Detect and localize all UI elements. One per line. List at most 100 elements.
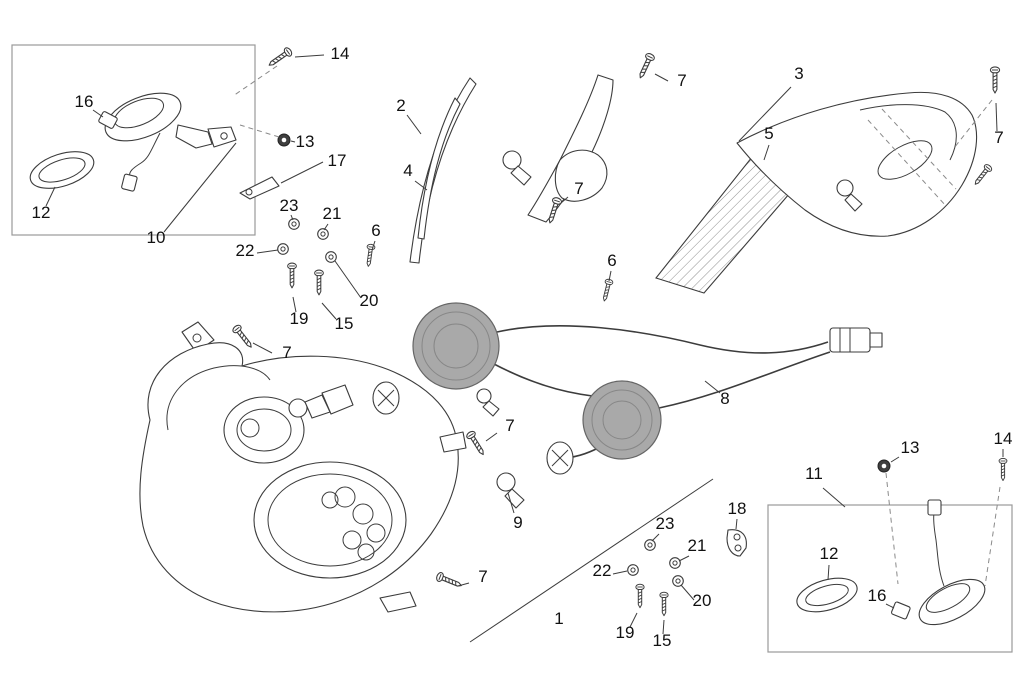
leader-line-11 [822, 487, 846, 508]
front-fairing-right [736, 91, 978, 237]
callout-7: 7 [282, 343, 291, 362]
washer-icon [627, 564, 639, 576]
bulb-holder-right [891, 601, 911, 620]
callout-6: 6 [371, 221, 380, 240]
screw-icon [230, 323, 256, 351]
indicator-lens-left [29, 151, 95, 189]
leader-line-15 [662, 619, 665, 635]
leader-line-2 [406, 114, 422, 135]
callout-9: 9 [513, 513, 522, 532]
construction-lines [232, 65, 1001, 587]
callout-7: 7 [677, 71, 686, 90]
callout-10: 10 [147, 228, 166, 247]
assembly-leader-line [469, 478, 714, 643]
callout-13: 13 [901, 438, 920, 457]
leader-line-13 [290, 140, 296, 143]
screw-icon [971, 162, 994, 188]
inset-box-right-indicator [767, 504, 1013, 653]
grommet-icon [277, 133, 291, 147]
bulb-9 [496, 472, 525, 509]
washer-icon [288, 218, 300, 230]
leader-line-23 [651, 533, 660, 542]
callout-1: 1 [554, 609, 563, 628]
callout-23: 23 [656, 514, 675, 533]
construction-line-2 [953, 99, 993, 149]
callout-12: 12 [32, 203, 51, 222]
parking-bulb [476, 388, 492, 404]
screw-icon [464, 429, 488, 458]
callout-16: 16 [868, 586, 887, 605]
headlight-side-tab [439, 431, 467, 453]
callout-7: 7 [478, 567, 487, 586]
callout-5: 5 [764, 124, 773, 143]
bracket-17 [239, 176, 280, 200]
callout-7: 7 [994, 128, 1003, 147]
callout-7: 7 [505, 416, 514, 435]
callout-7: 7 [574, 179, 583, 198]
leader-line-7 [654, 73, 669, 82]
callout-17: 17 [328, 151, 347, 170]
leader-line-12 [45, 186, 56, 207]
screw-icon [635, 583, 645, 609]
leader-line-16 [92, 109, 104, 118]
leader-line-20 [680, 584, 695, 601]
callout-6: 6 [607, 251, 616, 270]
washer-icon [277, 243, 289, 255]
callout-18: 18 [728, 499, 747, 518]
callout-13: 13 [296, 132, 315, 151]
turn-signal-assembly-left [29, 92, 237, 192]
indicator-wire-right [933, 512, 945, 587]
callout-20: 20 [360, 291, 379, 310]
bulb-right [836, 179, 854, 197]
bulb-socket-ring [372, 381, 400, 415]
leader-line-16 [885, 603, 895, 609]
callout-11: 11 [805, 464, 823, 483]
callout-23: 23 [280, 196, 299, 215]
leader-line-13 [890, 456, 900, 463]
callout-2: 2 [396, 96, 405, 115]
screw-icon [659, 591, 669, 617]
leader-line-6 [608, 270, 612, 282]
wiring-harness [412, 302, 883, 460]
screw-icon [600, 278, 614, 303]
inset-box-left-indicator [11, 44, 256, 236]
socket-ring-9 [546, 441, 574, 475]
washer-icon [317, 228, 329, 240]
screw-icon [314, 269, 324, 296]
headlight-bottom-tab [379, 591, 417, 613]
callout-22: 22 [593, 561, 612, 580]
leader-line-19 [629, 612, 638, 628]
leader-line-22 [256, 249, 279, 254]
leader-line-3 [738, 86, 792, 142]
construction-line-6 [984, 486, 1001, 587]
callout-19: 19 [616, 623, 635, 642]
construction-line-1 [239, 124, 280, 138]
leader-line-21 [323, 223, 329, 231]
callout-16: 16 [75, 92, 94, 111]
washer-icon [669, 557, 681, 569]
harness-wire-upper [496, 325, 829, 354]
callout-3: 3 [794, 64, 803, 83]
washer-icon [672, 575, 684, 587]
construction-line-5 [885, 472, 899, 585]
leader-line-10 [163, 142, 237, 233]
leader-line-22 [612, 570, 628, 575]
indicator-connector-left [121, 173, 138, 192]
leader-line-21 [678, 555, 690, 562]
screw-icon [363, 243, 376, 268]
callout-19: 19 [290, 309, 309, 328]
leader-line-7 [252, 342, 273, 354]
leader-line-17 [280, 161, 324, 184]
construction-line-4 [881, 108, 957, 190]
grommet-icon [877, 459, 891, 473]
rubber-boot-2 [582, 380, 662, 460]
screw-icon [635, 51, 657, 81]
front-turn-signal-center [502, 74, 614, 223]
indicator-lens-right [796, 577, 858, 613]
callout-4: 4 [403, 161, 412, 180]
screw-icon [287, 262, 297, 289]
leader-line-20 [334, 260, 362, 299]
turn-signal-assembly-right [796, 499, 986, 626]
